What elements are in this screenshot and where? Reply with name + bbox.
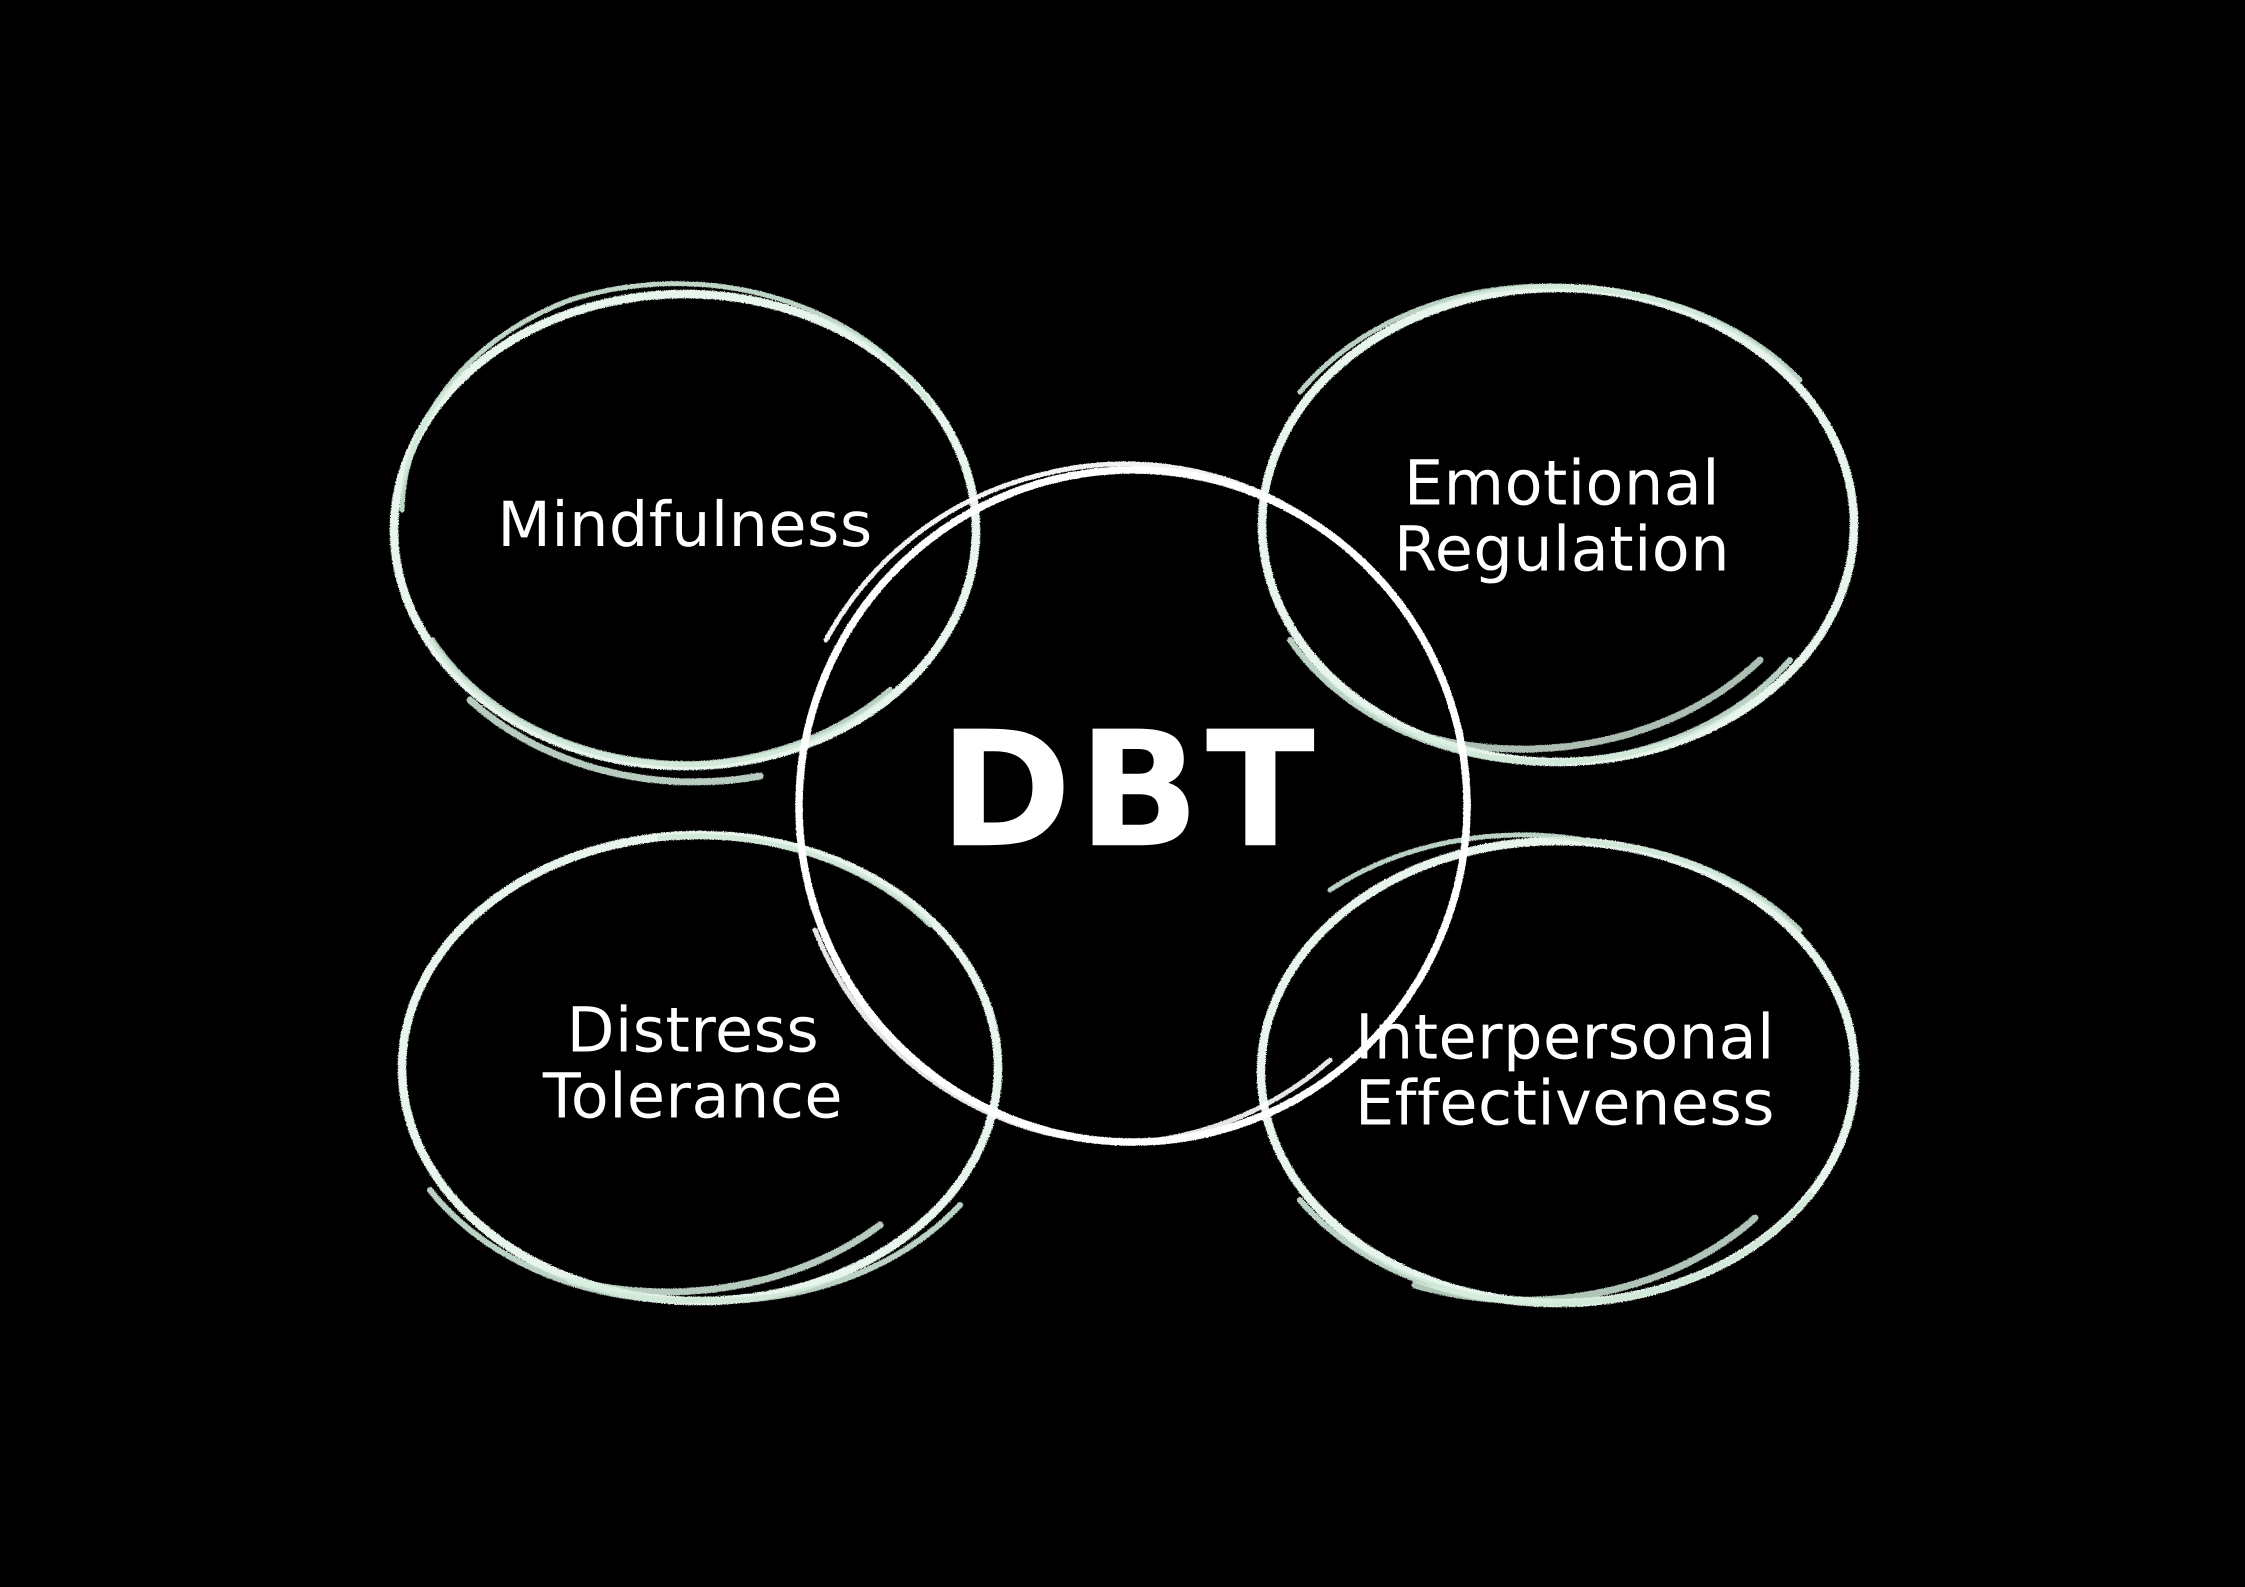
sketch-ellipse-accent-bottom2 [1416, 656, 1764, 753]
node-label-emotional-regulation: Emotional Regulation [1393, 446, 1731, 585]
sketch-ellipse-accent-bottom [427, 1187, 963, 1304]
sketch-ellipse-accent-top [657, 833, 933, 928]
sketch-circle-accent-bottom [812, 927, 1333, 1145]
node-label-interpersonal-effectiveness: Interpersonal Effectiveness [1355, 1000, 1775, 1139]
ellipse-emotional-regulation[interactable] [1257, 283, 1859, 767]
ellipse-distress-tolerance[interactable] [397, 830, 1003, 1306]
node-label-mindfulness: Mindfulness [497, 488, 873, 562]
sketch-ellipse-accent-top [1297, 283, 1803, 395]
center-label-dbt: DBT [939, 696, 1321, 884]
ellipse-interpersonal-effectiveness[interactable] [1256, 832, 1860, 1308]
sketch-ellipse-accent-top [399, 281, 933, 513]
sketch-ellipse-accent-bottom2 [566, 1221, 884, 1296]
sketch-ellipse-accent-bottom [429, 637, 893, 768]
node-label-distress-tolerance: Distress Tolerance [542, 993, 844, 1132]
sketch-ellipse-accent-bottom [1297, 1192, 1813, 1307]
ellipse-mindfulness[interactable] [389, 281, 981, 786]
center-circle-dbt[interactable] [795, 461, 1471, 1146]
sketch-ellipse-accent-bottom2 [1411, 1214, 1759, 1304]
sketch-ellipse-accent-bottom [1287, 637, 1793, 766]
sketch-ellipse-accent-bottom2 [466, 696, 764, 786]
sketch-ellipse-accent-top [1327, 832, 1803, 933]
sketch-circle-accent-top [823, 461, 1381, 643]
